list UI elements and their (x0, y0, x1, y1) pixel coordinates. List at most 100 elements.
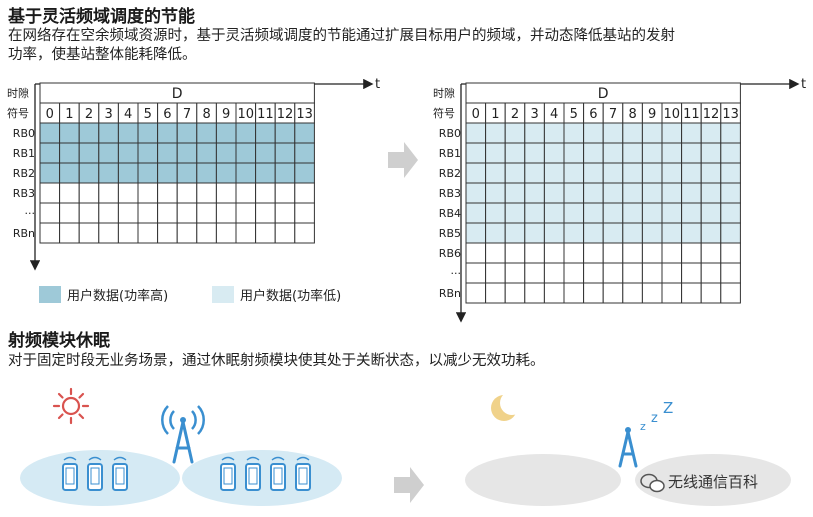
slot-label: D (598, 86, 609, 102)
symbol-label: 11 (683, 107, 700, 122)
rb-cell (294, 202, 315, 224)
watermark-text: 无线通信百科 (668, 473, 758, 491)
rb-cell (700, 142, 722, 164)
symbol-label: 1 (491, 107, 499, 122)
slot-label: D (172, 86, 183, 102)
rb-cell (563, 162, 585, 184)
rb-row-label: RB0 (439, 127, 461, 140)
rb-cell (543, 242, 565, 264)
rb-cell (563, 242, 585, 264)
rb-cell (681, 222, 702, 244)
sleep-area-right (635, 454, 791, 506)
rb-cell (255, 182, 276, 204)
rb-cell (661, 162, 683, 184)
rb-cell (543, 282, 565, 304)
rb-cell (602, 202, 624, 224)
rb-cell (681, 262, 702, 284)
rb-cell (563, 182, 585, 204)
rb-cell (137, 162, 159, 184)
rb-cell (235, 222, 257, 244)
rb-cell (524, 162, 545, 184)
rb-cell (274, 182, 296, 204)
rb-cell (274, 222, 296, 244)
header-symbol-label: 符号 (7, 107, 29, 120)
symbol-label: 10 (238, 107, 255, 122)
rb-cell (700, 262, 722, 284)
rb-cell (59, 122, 80, 144)
rb-cell (681, 182, 702, 204)
antenna-sleeping-icon (618, 427, 638, 468)
rb-cell (274, 122, 296, 144)
rb-cell (78, 182, 100, 204)
rb-cell (602, 282, 624, 304)
rb-cell (720, 282, 741, 304)
header-symbol-label: 符号 (433, 107, 455, 120)
legend-high-swatch (39, 286, 61, 303)
symbol-label: 10 (664, 107, 681, 122)
rb-cell (274, 142, 296, 164)
rb-row-label: ... (451, 264, 462, 277)
rb-cell (39, 142, 61, 164)
rb-cell (622, 242, 643, 264)
rb-row-label: RBn (439, 287, 461, 300)
rb-cell (504, 162, 526, 184)
rb-cell (485, 242, 506, 264)
rb-cell (543, 182, 565, 204)
rb-cell (681, 282, 702, 304)
rb-cell (524, 262, 545, 284)
rb-cell (235, 142, 257, 164)
symbol-label: 11 (257, 107, 274, 122)
rb-cell (504, 182, 526, 204)
rb-cell (504, 142, 526, 164)
rb-cell (524, 222, 545, 244)
rb-cell (176, 182, 198, 204)
rb-cell (583, 282, 604, 304)
rb-cell (294, 162, 315, 184)
rb-row-label: RB4 (439, 207, 461, 220)
sleep-z-medium: z (651, 411, 658, 426)
rb-cell (641, 162, 663, 184)
rb-row-label: RB1 (439, 147, 461, 160)
rb-cell (602, 162, 624, 184)
symbol-label: 7 (183, 107, 191, 122)
symbol-label: 1 (65, 107, 73, 122)
rb-cell (622, 202, 643, 224)
rb-cell (98, 122, 119, 144)
section-desc-sleep: 对于固定时段无业务场景，通过休眠射频模块使其处于关断状态，以减少无效功耗。 (8, 353, 545, 369)
rb-cell (117, 142, 139, 164)
rb-row-label: RB3 (13, 187, 35, 200)
rb-cell (137, 142, 159, 164)
rb-cell (524, 122, 545, 144)
rb-cell (465, 182, 487, 204)
section-desc-line2: 功率，使基站整体能耗降低。 (8, 47, 197, 63)
phone-icon (220, 456, 236, 491)
transition-arrow-bottom (394, 467, 424, 503)
rb-cell (485, 142, 506, 164)
sun-icon (52, 387, 90, 425)
rb-cell (504, 202, 526, 224)
rb-cell (661, 202, 683, 224)
rb-cell (39, 222, 61, 244)
phone-icon (62, 456, 78, 491)
symbol-label: 8 (628, 107, 636, 122)
rb-cell (255, 142, 276, 164)
symbol-label: 8 (202, 107, 210, 122)
rb-cell (485, 182, 506, 204)
rb-cell (465, 162, 487, 184)
rb-cell (563, 122, 585, 144)
rb-cell (215, 202, 237, 224)
rb-cell (235, 182, 257, 204)
rb-row-label: RBn (13, 227, 35, 240)
rb-cell (117, 122, 139, 144)
rb-cell (294, 222, 315, 244)
rb-cell (157, 182, 178, 204)
rb-cell (661, 282, 683, 304)
rb-cell (465, 142, 487, 164)
rb-cell (720, 222, 741, 244)
rb-cell (543, 262, 565, 284)
rb-cell (504, 242, 526, 264)
symbol-label: 0 (46, 107, 54, 122)
rb-cell (700, 202, 722, 224)
rb-cell (176, 222, 198, 244)
rb-cell (255, 162, 276, 184)
